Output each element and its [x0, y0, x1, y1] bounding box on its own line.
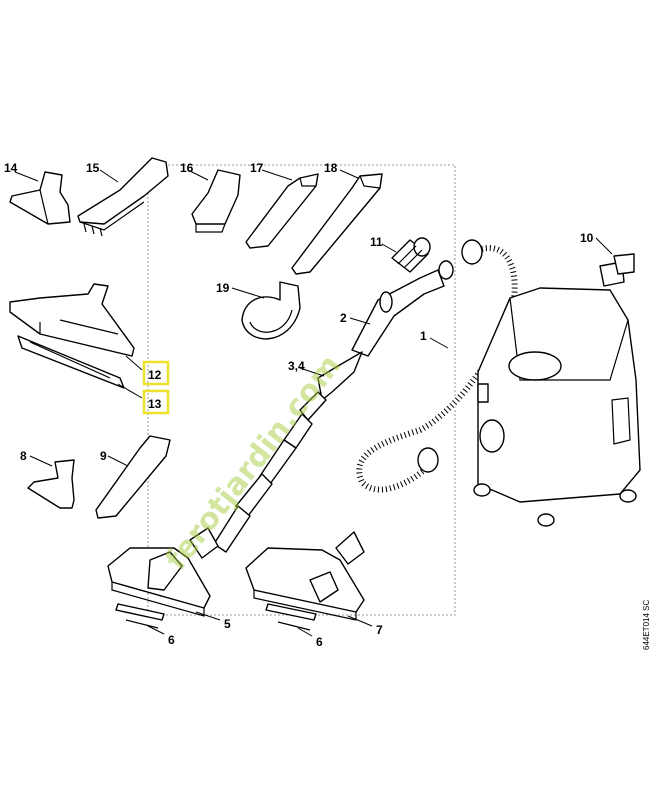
part-number-2: 2: [340, 311, 347, 325]
highlight-box-12: [142, 360, 170, 386]
part-number-7: 7: [376, 623, 383, 637]
part-15-drawing: [77, 157, 169, 237]
part-2-drawing: [351, 260, 454, 357]
part-number-19: 19: [216, 281, 230, 295]
part-7-drawing: [245, 531, 365, 621]
part-number-11: 11: [370, 235, 383, 249]
reference-code: 644ET014 SC: [642, 600, 651, 650]
part-number-9: 9: [100, 449, 107, 463]
highlight-box-13: [142, 389, 170, 415]
part-11-drawing: [391, 237, 431, 273]
part-16-drawing: [191, 169, 241, 233]
part-8-drawing: [27, 459, 75, 509]
part-18-drawing: [291, 173, 383, 275]
part-10-drawing: [599, 253, 635, 287]
part-number-18: 18: [324, 161, 338, 175]
part-number-5: 5: [224, 617, 231, 631]
part-14-drawing: [9, 171, 71, 225]
part-6b-drawing: [265, 603, 317, 631]
part-number-34: 3,4: [288, 359, 305, 373]
part-19-drawing: [241, 281, 301, 340]
watermark-text: ferotjardin.com: [159, 348, 348, 577]
part-34-drawing: [213, 351, 363, 553]
part-9-drawing: [95, 435, 171, 519]
part-5-drawing: [107, 527, 219, 617]
part-1-drawing: [356, 239, 519, 493]
part-number-15: 15: [86, 161, 100, 175]
part-number-13: 13: [148, 397, 162, 411]
part-6a-drawing: [115, 603, 165, 629]
part-number-16: 16: [180, 161, 194, 175]
part-17-drawing: [245, 173, 319, 249]
part-12-drawing: [9, 283, 135, 357]
vacuum-body-drawing: [473, 287, 641, 527]
part-number-8: 8: [20, 449, 27, 463]
part-number-10: 10: [580, 231, 594, 245]
part-number-1: 1: [420, 329, 427, 343]
part-number-6b: 6: [316, 635, 323, 649]
part-number-12: 12: [148, 368, 162, 382]
part-number-14: 14: [4, 161, 18, 175]
part-number-6a: 6: [168, 633, 175, 647]
part-number-17: 17: [250, 161, 264, 175]
